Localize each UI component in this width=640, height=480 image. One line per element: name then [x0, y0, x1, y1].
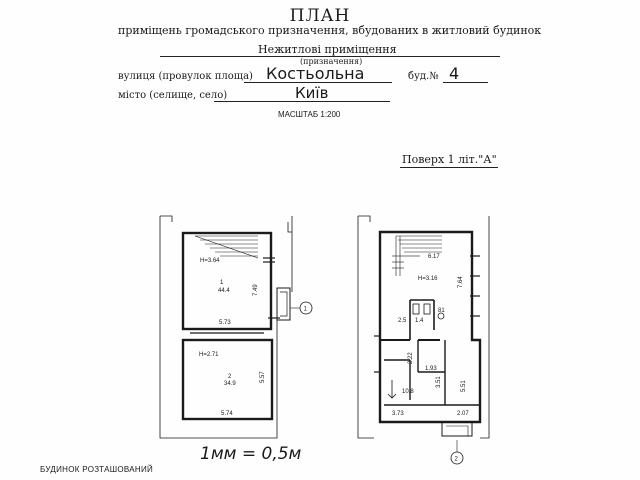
right-porch [441, 421, 473, 437]
plan-title: ПЛАН [289, 6, 351, 26]
left-upper-area: 44.4 [218, 288, 230, 294]
right-plan [357, 215, 490, 465]
entrance-1-label: 1 [304, 307, 308, 313]
city-value: Київ [295, 84, 329, 102]
location-note: БУДИНОК РОЗТАШОВАНИЙ [40, 465, 154, 474]
right-lower-area: 10.8 [402, 389, 414, 395]
building-underline [443, 82, 488, 83]
floor-label: Поверх 1 літ."А" [402, 153, 497, 166]
left-upper-dim-bottom: 5.73 [219, 320, 231, 326]
left-upper-height: Н=3.64 [200, 258, 220, 264]
left-upper-number: 1 [220, 280, 224, 286]
left-porch [276, 287, 291, 321]
right-dim-6: 2.07 [457, 411, 469, 417]
plan-subtitle: приміщень громадського призначення, вбуд… [118, 24, 542, 37]
city-label: місто (селище, село) [118, 90, 228, 101]
left-lower-dim-right: 5.57 [260, 371, 266, 383]
right-stair-hatch [392, 235, 442, 276]
premises-type: Нежитлові приміщення [258, 43, 397, 56]
right-dim-5: 3.73 [392, 411, 404, 417]
entrance-2-marker [450, 451, 464, 465]
left-room-lower [181, 338, 274, 421]
left-plan [159, 215, 313, 439]
left-lower-height: Н=2.71 [199, 352, 219, 358]
wc-left-number: 2.5 [398, 318, 407, 324]
right-outline [378, 230, 482, 424]
purpose-caption: (призначення) [300, 57, 363, 66]
street-underline [244, 82, 392, 83]
left-stair-hatch [194, 235, 259, 259]
right-dim-right: 7.64 [458, 276, 464, 288]
left-upper-dim-right: 7.49 [253, 284, 259, 296]
city-underline [214, 101, 390, 102]
right-main-area: 81 [438, 308, 445, 314]
premises-underline [160, 56, 500, 57]
left-lower-area: 34.9 [224, 381, 236, 387]
entrance-2-label: 2 [455, 457, 459, 463]
left-lower-dim-bottom: 5.74 [221, 411, 233, 417]
wc-right-number: 1.4 [415, 318, 424, 324]
right-dim-3: 3.51 [436, 376, 442, 388]
right-dim-1: 2.22 [408, 352, 414, 364]
floor-underline [400, 167, 498, 168]
building-label: буд.№ [408, 71, 439, 82]
right-main-height: Н=3.16 [418, 276, 438, 282]
street-label: вулиця (провулок площа) [118, 71, 253, 82]
right-dim-4: 5.51 [461, 380, 467, 392]
left-room-upper [181, 231, 273, 331]
street-value: Костьольна [266, 64, 365, 83]
left-lower-number: 2 [228, 374, 232, 380]
building-value: 4 [449, 64, 460, 83]
scale-label: МАСШТАБ 1:200 [278, 110, 341, 119]
handwritten-scale: 1мм = 0,5м [200, 444, 302, 464]
right-dim-top: 6.17 [428, 254, 440, 260]
entrance-1-marker [299, 301, 313, 315]
right-dim-2: 1.93 [425, 366, 437, 372]
